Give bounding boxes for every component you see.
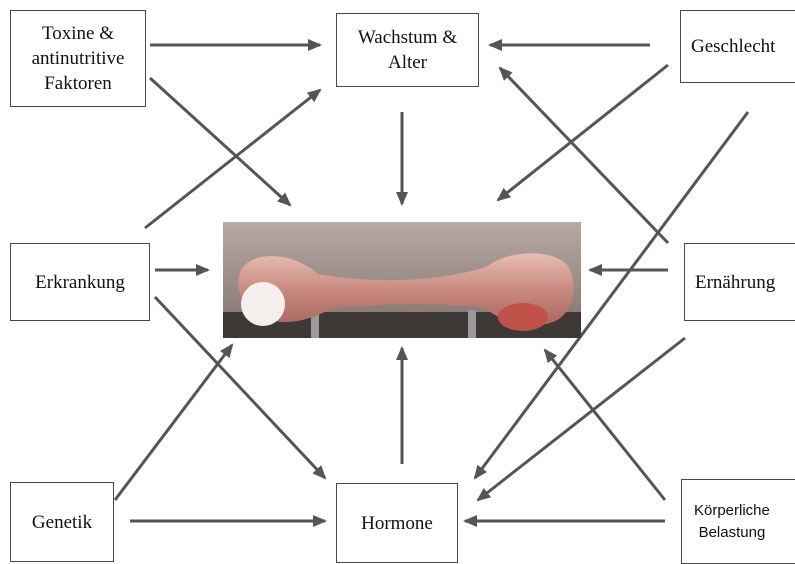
arrow-erkrankung-wachstum	[145, 90, 320, 228]
arrow-ernaehrung-wachstum	[500, 68, 668, 243]
factor-wachstum-alter: Wachstum & Alter	[336, 13, 479, 87]
bone-icon	[223, 222, 581, 338]
factor-hormone: Hormone	[336, 483, 458, 563]
arrow-geschlecht-bone	[498, 65, 668, 200]
factor-ernaehrung: Ernährung	[684, 243, 795, 321]
bone-photo	[223, 222, 581, 338]
arrow-toxine-bone	[150, 78, 290, 205]
factor-geschlecht: Geschlecht	[680, 10, 795, 83]
factor-toxine: Toxine & antinutritive Faktoren	[10, 10, 146, 107]
arrow-koerper-bone	[545, 350, 665, 500]
factor-erkrankung: Erkrankung	[10, 243, 150, 321]
arrow-genetik-bone	[115, 345, 232, 500]
arrow-ernaehrung-hormone	[478, 338, 685, 500]
factor-koerperliche-belastung: Körperliche Belastung	[681, 479, 795, 564]
factor-genetik: Genetik	[10, 482, 114, 562]
